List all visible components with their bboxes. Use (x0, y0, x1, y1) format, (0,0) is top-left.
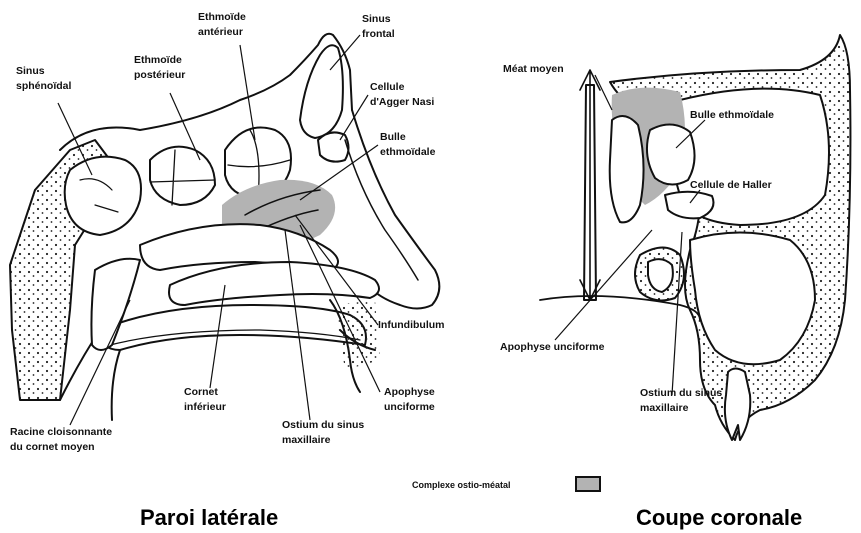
hard-palate (100, 305, 366, 350)
leader-ethmoide-anterieur (240, 45, 255, 140)
posterior-ethmoid-cells (150, 147, 215, 205)
sphenoid-sinus (65, 157, 141, 235)
title-coupe-coronale: Coupe coronale (636, 505, 802, 531)
label-infundibulum: Infundibulum (378, 318, 444, 333)
label-cornet-inferieur: Cornet inférieur (184, 385, 226, 415)
maxillary-stipple (335, 300, 380, 370)
label-sinus-sphenoidal: Sinus sphénoïdal (16, 64, 71, 94)
label-ethmoide-anterieur: Ethmoïde antérieur (198, 10, 246, 40)
molar-tooth (725, 369, 750, 441)
label-bulle-ethmoidale-left: Bulle ethmoïdale (380, 130, 435, 160)
meatus-arrow (580, 70, 600, 300)
label-ostium-sinus-maxillaire-right: Ostium du sinus maxillaire (640, 386, 722, 416)
label-apophyse-unciforme-left: Apophyse unciforme (384, 385, 435, 415)
title-paroi-laterale: Paroi latérale (140, 505, 278, 531)
haller-cell (665, 192, 714, 219)
label-sinus-frontal: Sinus frontal (362, 12, 395, 42)
leader-agger-nasi (340, 95, 368, 140)
label-bulle-ethmoidale-right: Bulle ethmoïdale (690, 108, 774, 123)
inferior-turbinate (169, 262, 379, 305)
leader-meat-moyen (595, 75, 612, 110)
coronal-section-drawing (540, 35, 850, 440)
label-cellule-haller: Cellule de Haller (690, 178, 772, 193)
label-meat-moyen: Méat moyen (503, 62, 564, 77)
label-racine-cloisonnante: Racine cloisonnante du cornet moyen (10, 425, 112, 455)
nasal-floor-coronal (540, 296, 700, 320)
legend-swatch (575, 476, 601, 492)
agger-nasi-cell (318, 132, 349, 161)
label-apophyse-unciforme-right: Apophyse unciforme (500, 340, 604, 355)
label-ostium-sinus-maxillaire-left: Ostium du sinus maxillaire (282, 418, 364, 448)
middle-turbinate-coronal (610, 116, 644, 222)
legend-label: Complexe ostio-méatal (412, 478, 511, 493)
label-ethmoide-posterieur: Ethmoïde postérieur (134, 53, 185, 83)
ethmoid-bulla (647, 124, 695, 184)
label-cellule-agger-nasi: Cellule d'Agger Nasi (370, 80, 434, 110)
